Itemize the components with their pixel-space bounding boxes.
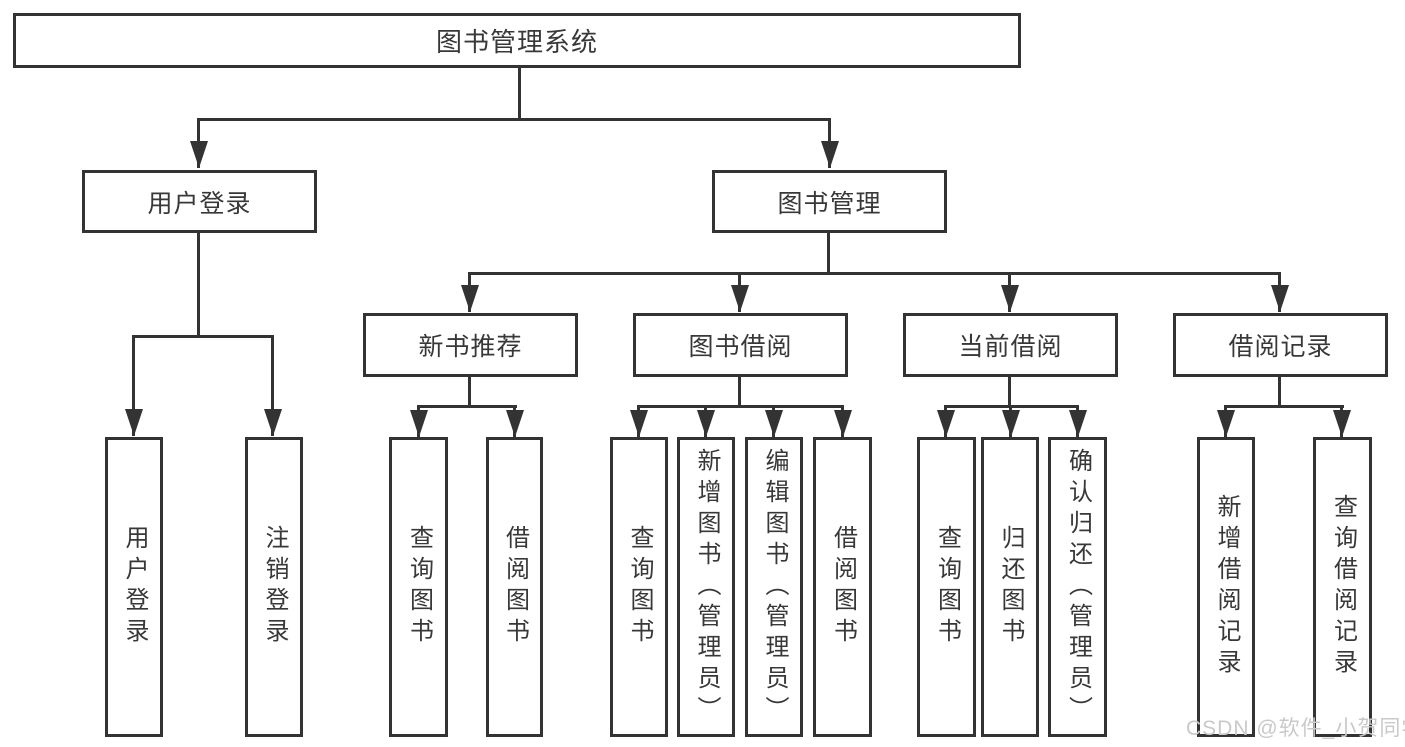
arrowhead-down	[125, 335, 143, 436]
leaf-label: 新增图书（管理员）	[693, 447, 720, 727]
node-book-management: 图书管理	[712, 170, 947, 233]
leaf-label: 借阅图书	[829, 525, 857, 649]
node-current-borrow: 当前借阅	[903, 313, 1118, 377]
connector-user-login-stem	[197, 232, 200, 338]
leaf-label: 注销登录	[261, 525, 288, 649]
connector-borrow-record-rail	[1224, 405, 1344, 408]
leaf-label: 归还图书	[997, 525, 1024, 649]
node-leaf-confirm-return-admin: 确认归还（管理员）	[1048, 437, 1107, 737]
connector-borrow-record-stem	[1278, 377, 1281, 407]
connector-user-login-rail	[132, 335, 274, 338]
node-new-book-recommend: 新书推荐	[363, 313, 578, 377]
arrowhead-down	[506, 405, 524, 437]
connector-root-rail	[197, 118, 830, 121]
arrowhead-down	[1271, 272, 1289, 312]
arrowhead-down	[1001, 272, 1019, 312]
arrowhead-down	[190, 118, 208, 168]
leaf-label: 查询图书	[405, 525, 433, 649]
leaf-label: 查询图书	[933, 525, 961, 649]
arrowhead-down	[731, 272, 749, 312]
leaf-label: 用户登录	[121, 525, 148, 649]
node-user-login: 用户登录	[82, 170, 317, 233]
node-leaf-borrow-book: 借阅图书	[813, 437, 872, 737]
arrowhead-down	[821, 118, 839, 168]
node-leaf-query-book-current: 查询图书	[917, 437, 976, 737]
arrowhead-down	[765, 405, 783, 437]
arrowhead-down	[461, 272, 479, 312]
node-leaf-user-login: 用户登录	[105, 437, 163, 737]
node-leaf-query-book-borrow: 查询图书	[610, 437, 668, 737]
csdn-watermark: CSDN @软件_小贺同学	[1186, 717, 1405, 740]
node-leaf-add-book-admin: 新增图书（管理员）	[677, 437, 735, 737]
arrowhead-down	[410, 405, 428, 437]
connector-book-borrow-rail	[637, 405, 844, 408]
arrowhead-down	[630, 405, 648, 437]
node-leaf-add-borrow-record: 新增借阅记录	[1197, 437, 1255, 737]
node-leaf-query-book-rec: 查询图书	[389, 437, 448, 737]
leaf-label: 新增借阅记录	[1213, 494, 1240, 680]
node-book-borrow: 图书借阅	[633, 313, 848, 377]
arrowhead-down	[1002, 405, 1020, 437]
arrowhead-down	[834, 405, 852, 437]
node-leaf-edit-book-admin: 编辑图书（管理员）	[745, 437, 803, 737]
leaf-label: 编辑图书（管理员）	[761, 447, 788, 727]
leaf-label: 查询借阅记录	[1329, 494, 1357, 680]
connector-root-stem	[518, 68, 521, 120]
connector-new-book-stem	[468, 377, 471, 407]
connector-book-mgmt-rail	[468, 272, 1281, 275]
connector-current-borrow-stem	[1008, 377, 1011, 407]
arrowhead-down	[264, 335, 282, 436]
node-leaf-borrow-book-rec: 借阅图书	[486, 437, 543, 737]
arrowhead-down	[1069, 405, 1087, 437]
node-root-library-system: 图书管理系统	[13, 13, 1021, 68]
node-leaf-query-borrow-record: 查询借阅记录	[1313, 437, 1372, 737]
node-leaf-return-book: 归还图书	[981, 437, 1039, 737]
arrowhead-down	[1217, 405, 1235, 437]
connector-new-book-rail	[417, 405, 517, 408]
connector-book-mgmt-stem	[827, 232, 830, 275]
arrowhead-down	[697, 405, 715, 437]
connector-book-borrow-stem	[738, 377, 741, 407]
node-leaf-logout: 注销登录	[245, 437, 303, 737]
leaf-label: 借阅图书	[501, 525, 529, 649]
leaf-label: 确认归还（管理员）	[1064, 447, 1092, 727]
node-borrow-record: 借阅记录	[1173, 313, 1388, 377]
arrowhead-down	[1333, 405, 1351, 437]
arrowhead-down	[937, 405, 955, 437]
leaf-label: 查询图书	[626, 525, 653, 649]
